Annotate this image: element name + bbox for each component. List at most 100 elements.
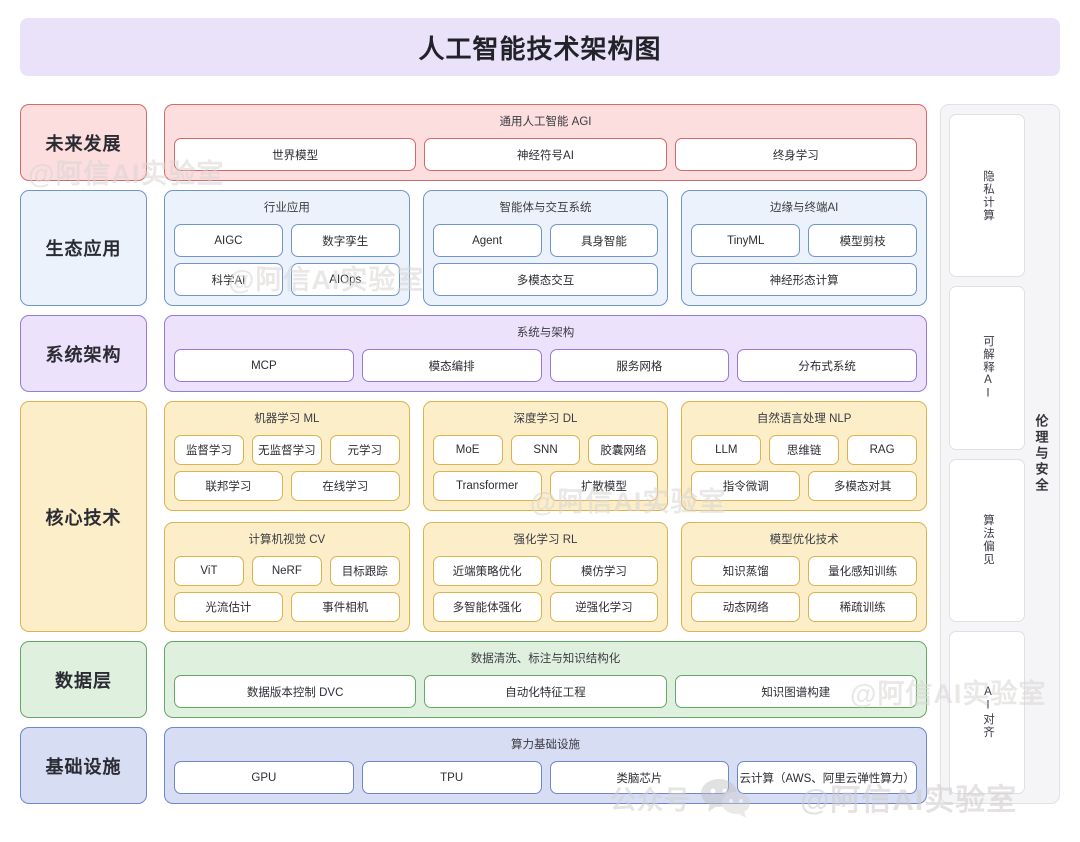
chip-row: 光流估计事件相机 (174, 592, 400, 622)
tech-chip[interactable]: 具身智能 (549, 224, 659, 257)
ethics-rail-item[interactable]: AI对齐 (949, 630, 1025, 794)
tech-chip[interactable]: 逆强化学习 (549, 592, 659, 622)
tech-chip[interactable]: RAG (847, 435, 918, 465)
tech-chip[interactable]: Transformer (432, 471, 542, 501)
layer-label[interactable]: 数据层 (20, 641, 147, 718)
tech-chip[interactable]: 数字孪生 (290, 224, 400, 257)
tech-chip[interactable]: 在线学习 (290, 471, 400, 501)
tech-chip[interactable]: TinyML (691, 224, 801, 257)
tech-chip[interactable]: 云计算（AWS、阿里云弹性算力） (737, 761, 917, 794)
tech-group-title: 深度学习 DL (513, 413, 578, 425)
tech-chip[interactable]: 量化感知训练 (808, 556, 918, 586)
chip-row: 多模态交互 (432, 263, 659, 296)
tech-chip[interactable]: 数据版本控制 DVC (174, 675, 417, 708)
tech-chip[interactable]: 多智能体强化 (432, 592, 542, 622)
tech-chip[interactable]: MoE (432, 435, 503, 465)
tech-group-title: 系统与架构 (516, 327, 575, 339)
tech-chip[interactable]: 类脑芯片 (549, 761, 730, 794)
tech-group-title: 行业应用 (263, 202, 310, 214)
tech-chip[interactable]: 动态网络 (691, 592, 801, 622)
tech-chip[interactable]: 元学习 (329, 435, 400, 465)
layer-label[interactable]: 系统架构 (20, 315, 147, 392)
ethics-rail-item[interactable]: 可解释AI (949, 286, 1025, 450)
tech-chip[interactable]: 神经形态计算 (691, 263, 918, 296)
tech-chip[interactable]: SNN (510, 435, 581, 465)
tech-chip[interactable]: 分布式系统 (737, 349, 917, 382)
chip-row: 动态网络稀疏训练 (691, 592, 918, 622)
tech-chip[interactable]: 知识蒸馏 (691, 556, 801, 586)
layer-label[interactable]: 生态应用 (20, 190, 147, 306)
tech-chip[interactable]: MCP (174, 349, 354, 382)
tech-chip[interactable]: AIGC (174, 224, 283, 257)
tech-chip[interactable]: 稀疏训练 (808, 592, 918, 622)
tech-chip[interactable]: 事件相机 (290, 592, 400, 622)
tech-chip[interactable]: 多模态交互 (432, 263, 659, 296)
tech-chip[interactable]: 模型剪枝 (808, 224, 918, 257)
ethics-security-rail: 隐私计算可解释AI 算法偏见 AI对齐 伦理与安全 (940, 104, 1060, 804)
chip-row: 多智能体强化逆强化学习 (432, 592, 659, 622)
ethics-rail-item[interactable]: 算法偏见 (949, 458, 1025, 622)
tech-chip[interactable]: 知识图谱构建 (674, 675, 917, 708)
tech-chip[interactable]: Agent (432, 224, 542, 257)
tech-chip[interactable]: 服务网格 (549, 349, 730, 382)
tech-chip[interactable]: 终身学习 (674, 138, 917, 171)
tech-chip[interactable]: 思维链 (769, 435, 840, 465)
tech-chip[interactable]: 光流估计 (174, 592, 283, 622)
tech-chip[interactable]: GPU (174, 761, 354, 794)
tech-chip[interactable]: 联邦学习 (174, 471, 283, 501)
tech-chip[interactable]: 目标跟踪 (329, 556, 400, 586)
tech-chip[interactable]: NeRF (251, 556, 322, 586)
tech-chip[interactable]: 神经符号AI (424, 138, 667, 171)
chip-row: 近端策略优化模仿学习 (432, 556, 659, 586)
tech-chip[interactable]: 指令微调 (691, 471, 801, 501)
ethics-rail-items: 隐私计算可解释AI 算法偏见 AI对齐 (949, 114, 1025, 794)
tech-chip[interactable]: 监督学习 (174, 435, 244, 465)
page-title-bar: 人工智能技术架构图 (20, 18, 1060, 76)
tech-chip[interactable]: ViT (174, 556, 244, 586)
tech-chip[interactable]: 近端策略优化 (432, 556, 542, 586)
tech-chip[interactable]: 世界模型 (174, 138, 417, 171)
ethics-rail-item[interactable]: 隐私计算 (949, 114, 1025, 278)
chip-row: 神经形态计算 (691, 263, 918, 296)
tech-chip[interactable]: 科学AI (174, 263, 283, 296)
tech-chip[interactable]: 胶囊网络 (588, 435, 659, 465)
ethics-rail-label: 伦理与安全 (1033, 414, 1049, 494)
tech-chip[interactable]: 扩散模型 (549, 471, 659, 501)
layer-label[interactable]: 未来发展 (20, 104, 147, 181)
tech-chip[interactable]: LLM (691, 435, 762, 465)
tech-chip[interactable]: 无监督学习 (251, 435, 322, 465)
tech-group-title: 自然语言处理 NLP (756, 413, 852, 425)
tech-chip[interactable]: TPU (361, 761, 542, 794)
tech-chip[interactable]: AIOps (290, 263, 400, 296)
chip-row: 知识蒸馏量化感知训练 (691, 556, 918, 586)
layer-label[interactable]: 核心技术 (20, 401, 147, 632)
tech-chip[interactable]: 多模态对其 (808, 471, 918, 501)
tech-chip[interactable]: 自动化特征工程 (424, 675, 667, 708)
tech-chip[interactable]: 模仿学习 (549, 556, 659, 586)
tech-group-title: 强化学习 RL (513, 534, 578, 546)
layer-label[interactable]: 基础设施 (20, 727, 147, 804)
tech-chip[interactable]: 模态编排 (361, 349, 542, 382)
